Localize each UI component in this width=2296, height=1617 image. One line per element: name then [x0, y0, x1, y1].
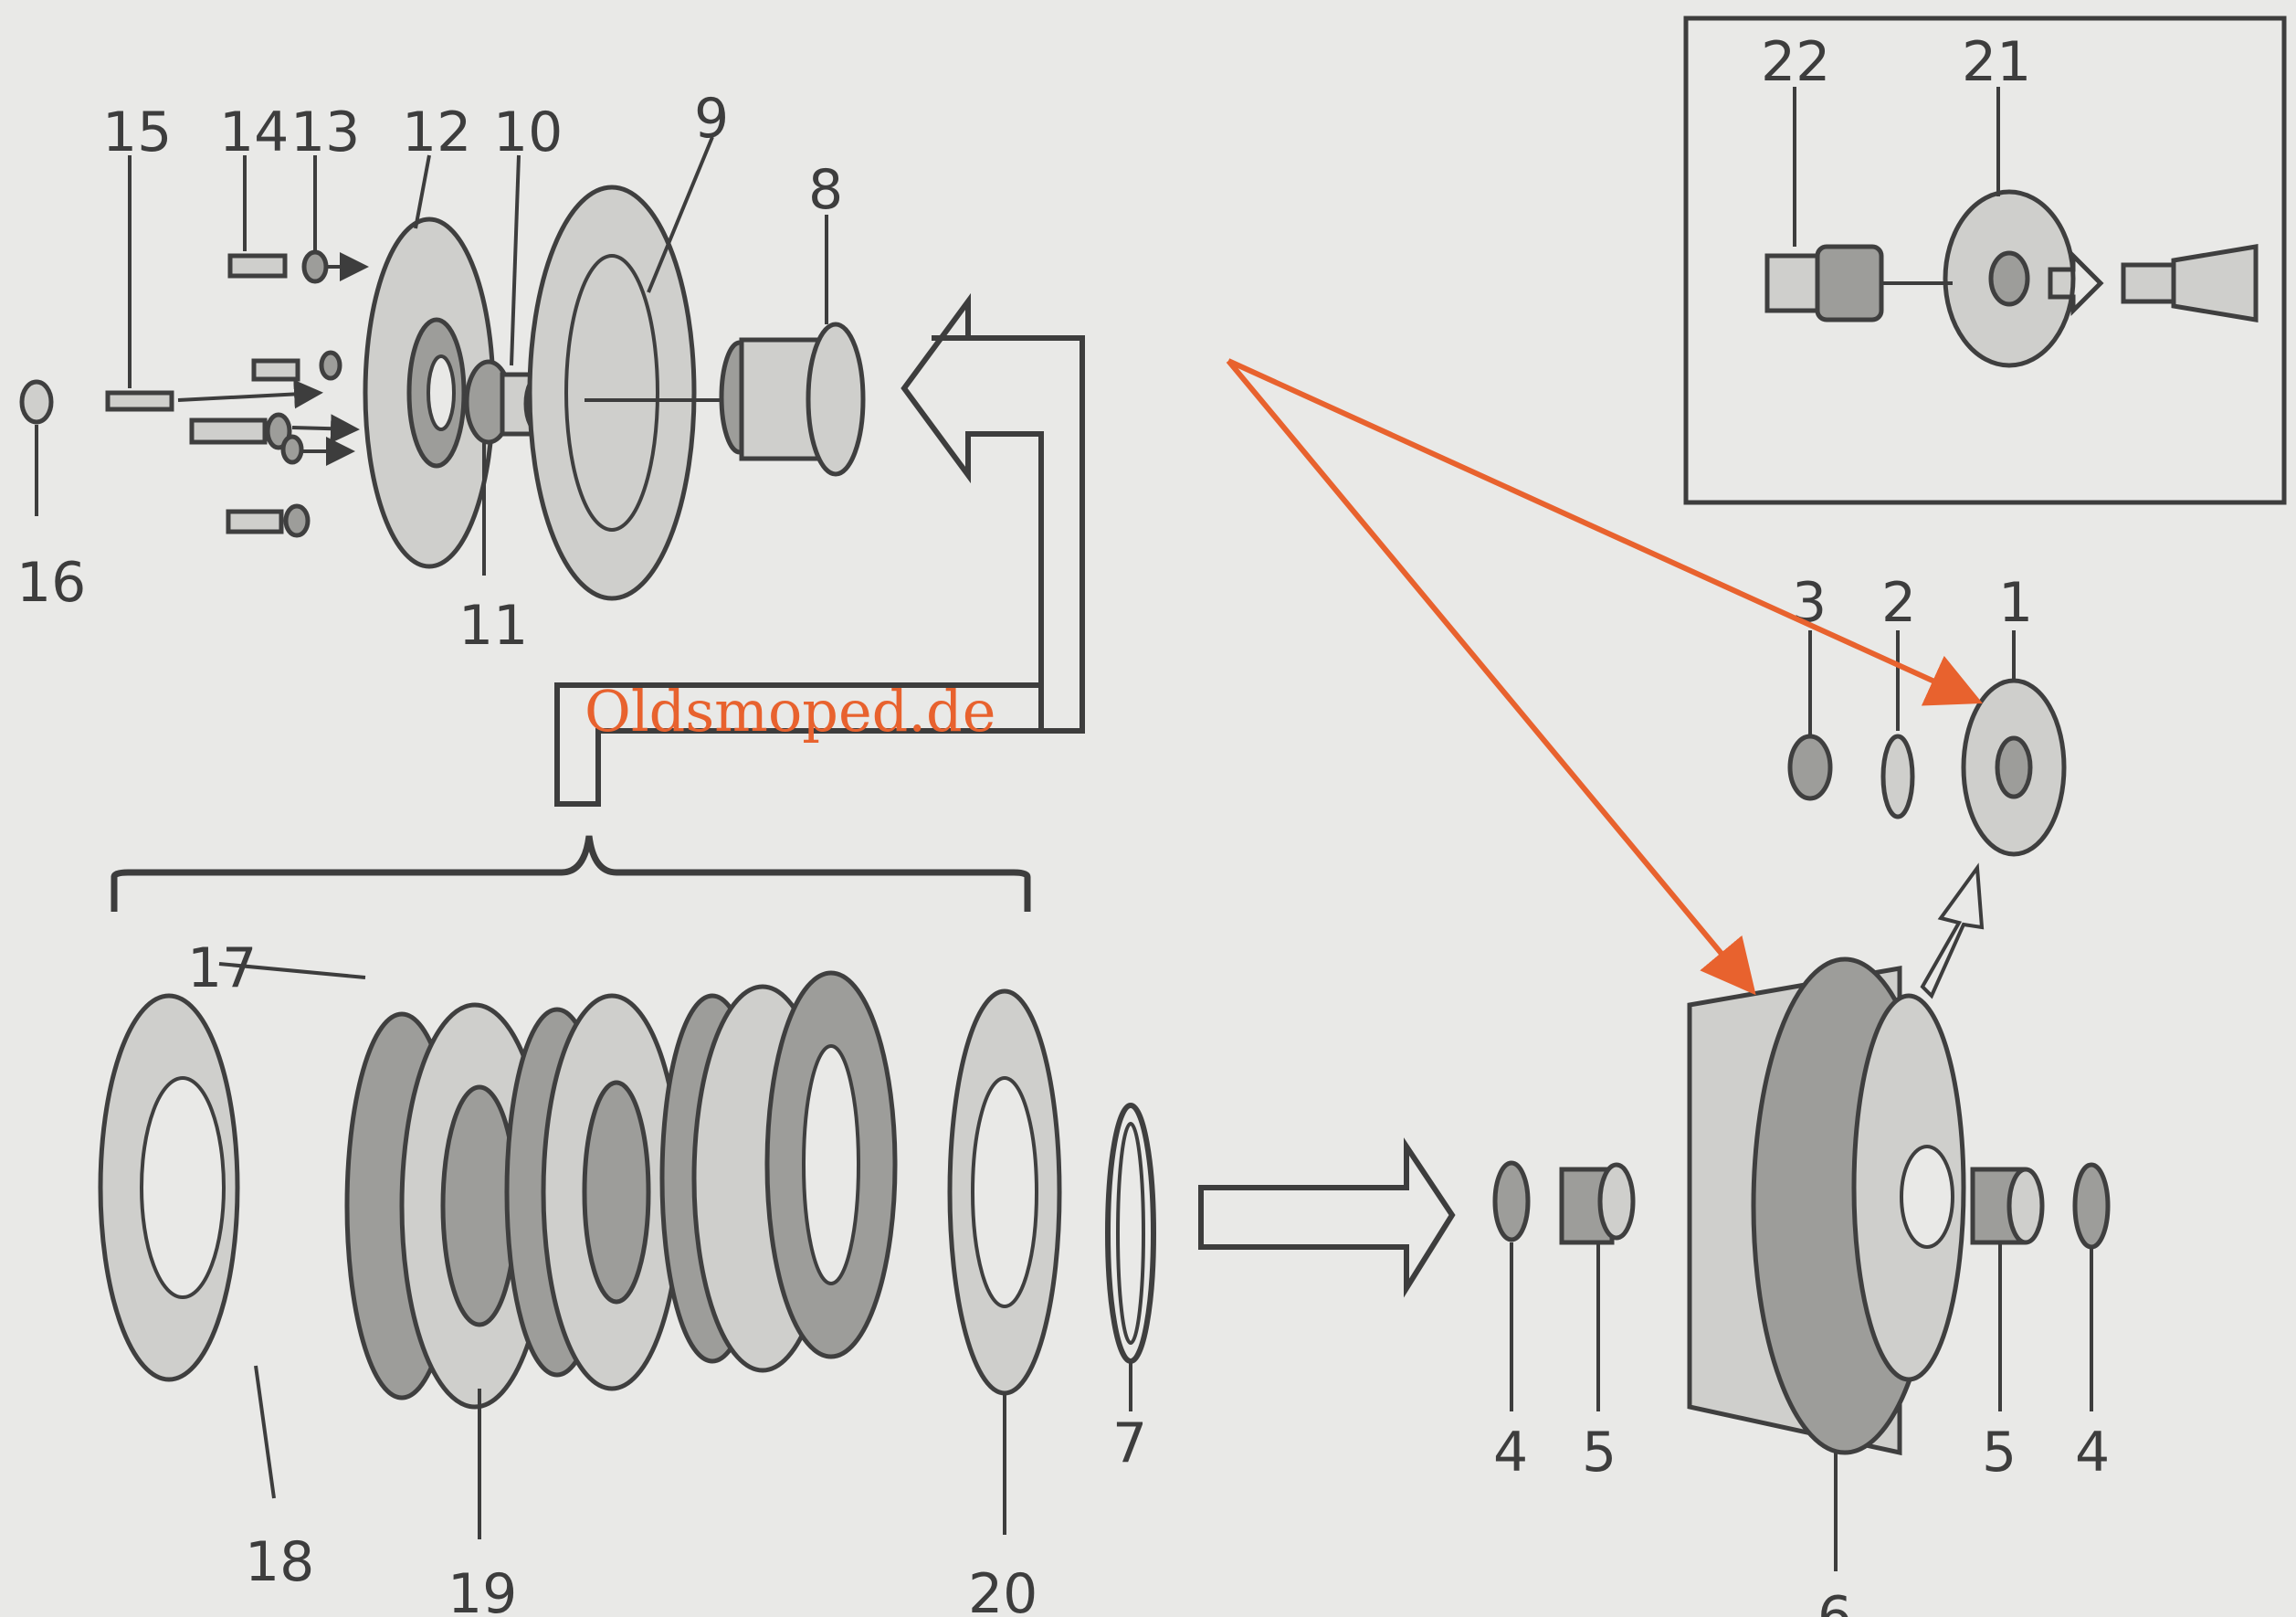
part-14-screw	[227, 253, 288, 279]
arrow-to-gear-1	[1227, 358, 1983, 706]
label-12: 12	[402, 100, 471, 164]
label-5-left: 5	[1582, 1421, 1617, 1485]
part-21-gear	[1909, 189, 2076, 368]
top-assembly: 15 14 13 12 10 9 8 16 11	[16, 87, 1085, 807]
inset-shaft	[2121, 244, 2259, 322]
fit-arrow	[1198, 1137, 1456, 1298]
part-9-spring-disc	[527, 185, 697, 601]
label-9: 9	[694, 87, 729, 151]
assembly-arrow	[900, 292, 1085, 734]
label-1: 1	[1998, 571, 2033, 635]
part-15-stud	[105, 390, 174, 412]
part-5-bushing-right	[1970, 1167, 2045, 1245]
label-6: 6	[1817, 1585, 1852, 1617]
label-13: 13	[290, 100, 360, 164]
clutch-basket-group: 3 2 1 4 5 5 4 6	[1492, 571, 2111, 1617]
label-14: 14	[219, 100, 289, 164]
annotation-arrows	[1226, 358, 1983, 996]
label-21: 21	[1962, 30, 2031, 94]
part-4-washer-right	[2072, 1162, 2111, 1250]
label-5-right: 5	[1982, 1421, 2017, 1485]
label-4-left: 4	[1493, 1421, 1528, 1485]
label-11: 11	[458, 594, 528, 658]
label-18: 18	[245, 1530, 314, 1594]
inset-arrow	[2048, 249, 2104, 317]
part-7-circlip	[1105, 1103, 1156, 1364]
part-16-nut	[19, 379, 54, 425]
part-18-back-plate	[98, 993, 240, 1382]
inset-box: 22 21	[1683, 16, 2287, 505]
part-3-nut	[1787, 734, 1833, 801]
part-22-screw	[1764, 244, 1945, 322]
part-5-bushing-left	[1559, 1162, 1636, 1245]
part-1-gear	[1961, 678, 2067, 857]
label-20: 20	[968, 1562, 1037, 1617]
part-17-friction-plates	[344, 970, 898, 1410]
part-6-clutch-basket	[1687, 956, 1966, 1456]
label-22: 22	[1761, 30, 1830, 94]
clutch-plates: 17 18 19 20 7	[98, 936, 1456, 1617]
label-17: 17	[187, 936, 257, 1000]
label-7: 7	[1112, 1411, 1147, 1475]
part-8-clutch-hub	[719, 322, 866, 477]
group-brace	[111, 835, 1031, 912]
part-4-washer-left	[1492, 1160, 1531, 1242]
label-2: 2	[1881, 571, 1916, 635]
part-13-washer	[301, 249, 329, 284]
label-4-right: 4	[2075, 1421, 2110, 1485]
label-15: 15	[102, 100, 172, 164]
label-19: 19	[448, 1562, 517, 1617]
part-2-washer	[1880, 734, 1915, 819]
arrow-to-basket-gear	[1226, 359, 1756, 996]
label-8: 8	[808, 158, 843, 222]
part-20-end-plate	[947, 988, 1062, 1396]
watermark: Oldsmoped.de	[585, 678, 995, 745]
label-10: 10	[493, 100, 563, 164]
label-16: 16	[16, 551, 86, 615]
